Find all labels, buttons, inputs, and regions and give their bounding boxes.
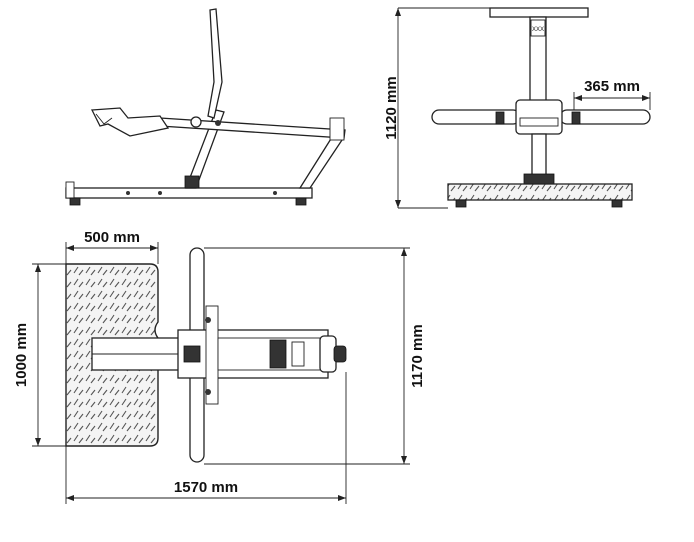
front-arm-collar-left (495, 111, 505, 125)
front-center-housing (515, 99, 563, 135)
arrow-head (395, 8, 401, 16)
arrow-head (66, 495, 74, 501)
side-bolt (273, 191, 277, 195)
top-bolt (205, 317, 211, 323)
dim-height-front-label: 1120 mm (383, 76, 400, 139)
top-slider-block (291, 341, 305, 367)
arrow-head (642, 95, 650, 101)
side-foot-left (69, 197, 81, 206)
arrow-head (401, 456, 407, 464)
front-center-bar (519, 117, 559, 127)
top-hub (183, 345, 201, 363)
front-view: XXX (431, 7, 651, 208)
side-rear-bracket (329, 117, 345, 141)
side-bolt (126, 191, 130, 195)
front-lower-bracket (523, 173, 555, 185)
dim-platform-width-label: 500 mm (84, 229, 140, 246)
top-view (65, 247, 347, 463)
dim-height-front: 1120 mm (383, 7, 490, 209)
dim-platform-length: 1000 mm (13, 263, 66, 447)
dim-overall-width: 1170 mm (204, 247, 426, 465)
dim-arm-width-label: 365 mm (584, 78, 640, 95)
side-lever-arm (159, 117, 346, 139)
dim-arm-width: 365 mm (573, 78, 651, 110)
arrow-head (35, 438, 41, 446)
front-logo: XXX (532, 27, 544, 33)
dim-overall-length: 1570 mm (65, 372, 347, 504)
arrow-head (66, 245, 74, 251)
top-rear-knob (333, 345, 347, 363)
top-bolt (205, 389, 211, 395)
front-platform (447, 183, 633, 201)
front-foot-left (455, 199, 467, 208)
side-base-endcap (65, 181, 75, 199)
side-rear-strut (298, 133, 343, 189)
side-pivot (190, 116, 202, 128)
front-top-bar (489, 7, 589, 18)
side-handle (207, 8, 223, 119)
arrow-head (401, 248, 407, 256)
arrow-head (150, 245, 158, 251)
dim-platform-length-label: 1000 mm (13, 323, 30, 387)
arrow-head (338, 495, 346, 501)
side-foot-right (295, 197, 307, 206)
front-logo-plate (530, 19, 546, 37)
front-arm-collar-right (571, 111, 581, 125)
side-pad-hook (95, 113, 113, 125)
front-foot-right (611, 199, 623, 208)
side-bolt (158, 191, 162, 195)
side-pad (90, 107, 170, 137)
arrow-head (35, 264, 41, 272)
top-slider (269, 339, 287, 369)
arrow-head (574, 95, 582, 101)
front-arm-left (431, 109, 521, 125)
dim-overall-width-label: 1170 mm (409, 324, 426, 387)
arrow-head (395, 200, 401, 208)
side-post-bracket (184, 175, 200, 189)
side-pivot-bolt (215, 120, 221, 126)
dim-overall-length-label: 1570 mm (174, 479, 238, 496)
side-view (65, 8, 346, 206)
dim-platform-width: 500 mm (65, 229, 159, 264)
